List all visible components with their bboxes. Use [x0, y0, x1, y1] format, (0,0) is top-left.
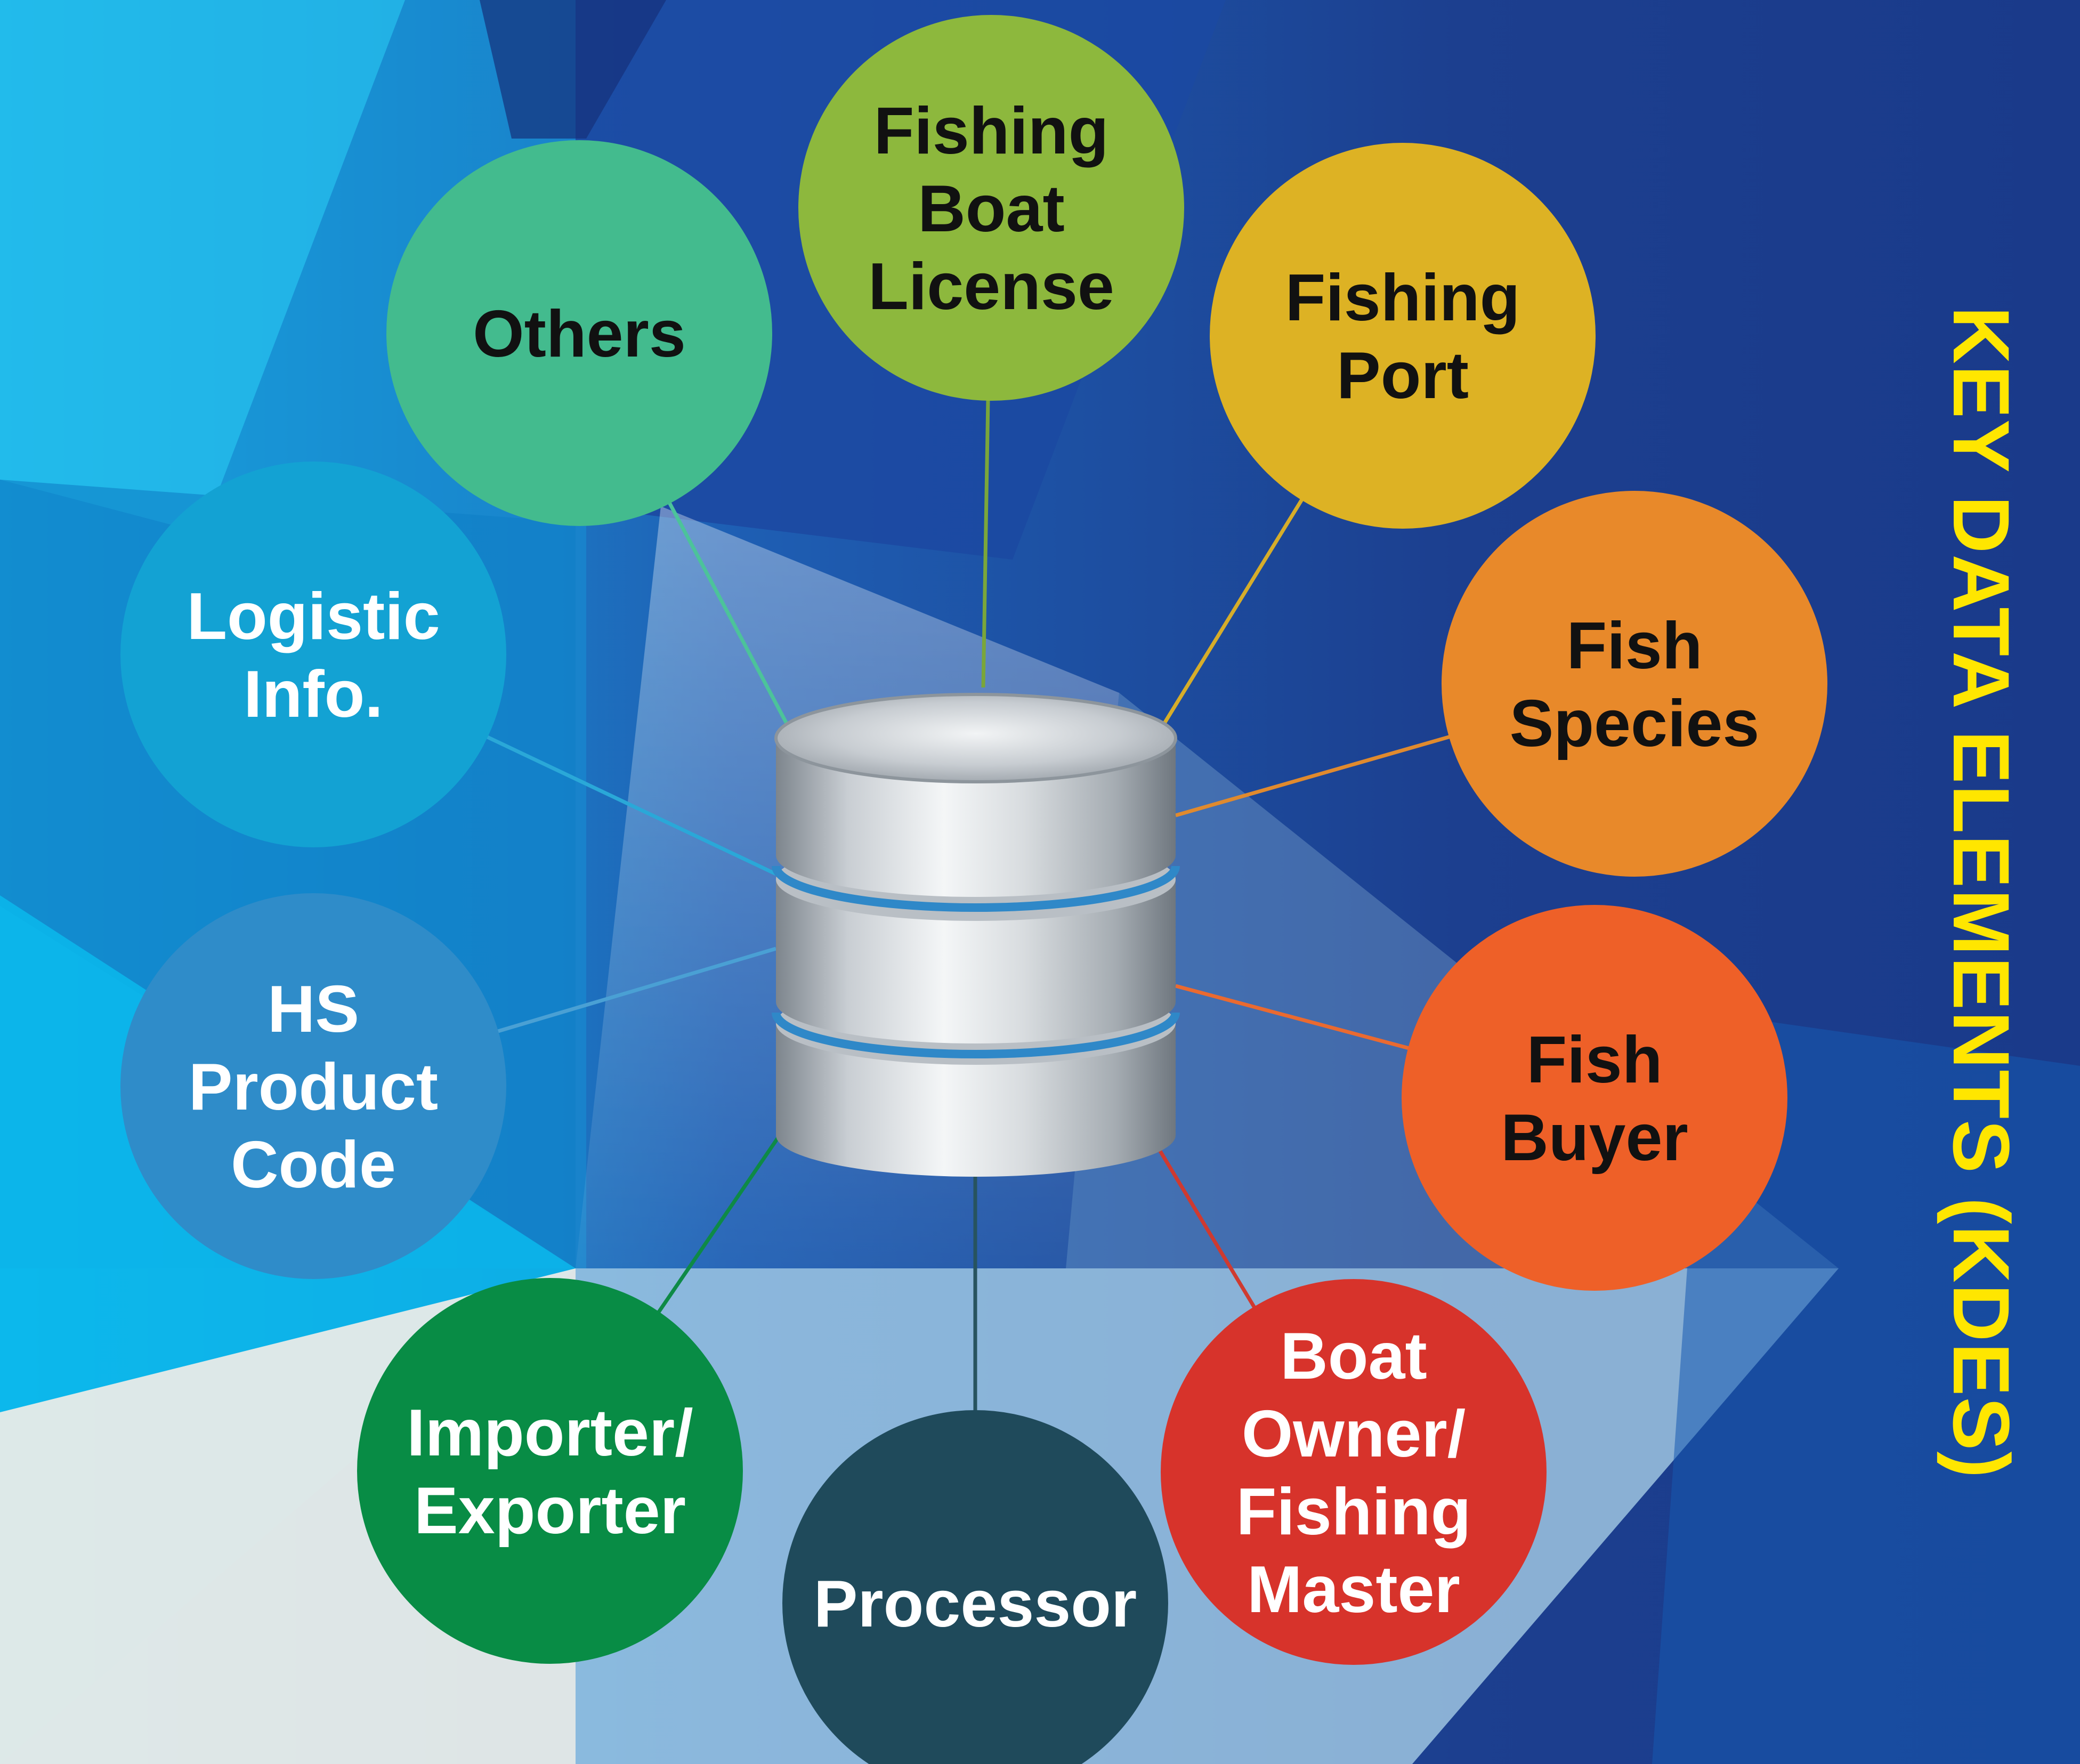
node-label-line: Fishing: [874, 94, 1109, 168]
node-label-line: Port: [1337, 339, 1469, 412]
node-processor: Processor: [782, 1410, 1168, 1764]
node-label-line: Fishing: [1236, 1475, 1471, 1549]
node-importer-exporter: Importer/Exporter: [357, 1278, 743, 1664]
node-circle-hs-product-code: [120, 893, 506, 1279]
node-label-line: Buyer: [1501, 1101, 1688, 1175]
node-circle-importer-exporter: [357, 1278, 743, 1664]
node-circle-logistic-info: [120, 462, 506, 847]
node-label-line: Product: [189, 1050, 438, 1124]
node-label-line: Master: [1247, 1553, 1460, 1627]
node-label-line: Owner/: [1242, 1397, 1466, 1471]
node-circle-processor: [782, 1410, 1168, 1764]
node-label-line: Info.: [244, 658, 383, 731]
node-circle-fishing-port: [1210, 143, 1596, 529]
node-label-line: License: [868, 250, 1114, 323]
node-circle-others: [386, 140, 772, 526]
node-circle-fish-buyer: [1402, 905, 1787, 1291]
node-label-line: Logistic: [187, 580, 440, 653]
database-icon: [772, 693, 1180, 1177]
node-label-line: Boat: [918, 172, 1065, 246]
node-label-line: Fish: [1527, 1023, 1663, 1097]
node-label-line: Fishing: [1285, 261, 1520, 335]
diagram-title: KEY DATA ELEMENTS (KDES): [1937, 306, 2026, 1479]
node-label-line: Others: [473, 297, 686, 371]
node-label-line: Boat: [1280, 1320, 1427, 1393]
node-label-line: Processor: [814, 1567, 1137, 1641]
node-label-line: HS: [268, 973, 359, 1046]
node-label-others: Others: [473, 297, 686, 371]
node-label-processor: Processor: [814, 1567, 1137, 1641]
node-label-line: Fish: [1567, 609, 1703, 683]
node-label-line: Exporter: [414, 1474, 686, 1548]
node-label-line: Importer/: [407, 1396, 693, 1470]
node-circle-fish-species: [1442, 491, 1827, 877]
node-circle-boat-owner-fishing-master: [1161, 1279, 1547, 1665]
node-label-line: Code: [231, 1128, 396, 1202]
node-others: Others: [386, 140, 772, 526]
node-label-importer-exporter: Importer/Exporter: [407, 1396, 693, 1548]
node-label-line: Species: [1510, 687, 1760, 760]
node-circle-fishing-boat-license: [798, 15, 1184, 401]
